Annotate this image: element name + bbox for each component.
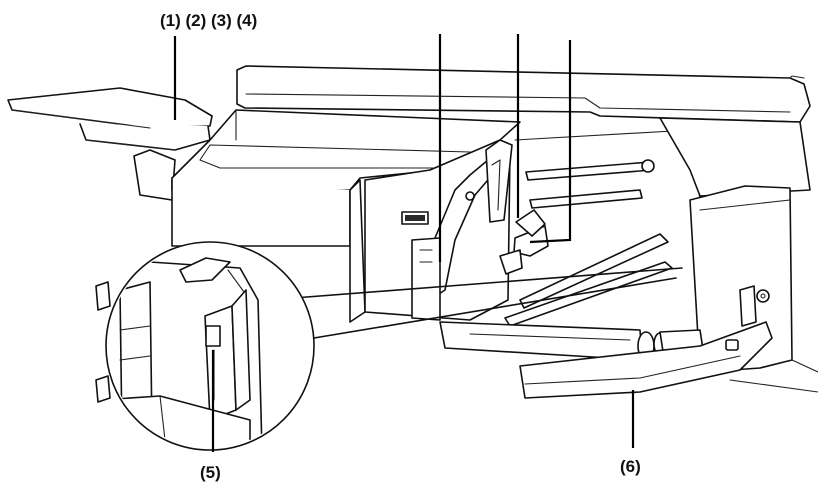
magnified-detail [95,241,315,451]
callout-left: (5) [200,463,221,482]
staple-unit-area [364,139,549,321]
front-cover [519,321,773,399]
magnifier-cone [267,267,683,341]
output-tray [7,87,213,201]
machine-top-cover [236,65,811,123]
leader-lines [173,34,635,452]
callout-top: (1) (2) (3) (4) [160,11,257,30]
callout-right: (6) [620,457,641,476]
